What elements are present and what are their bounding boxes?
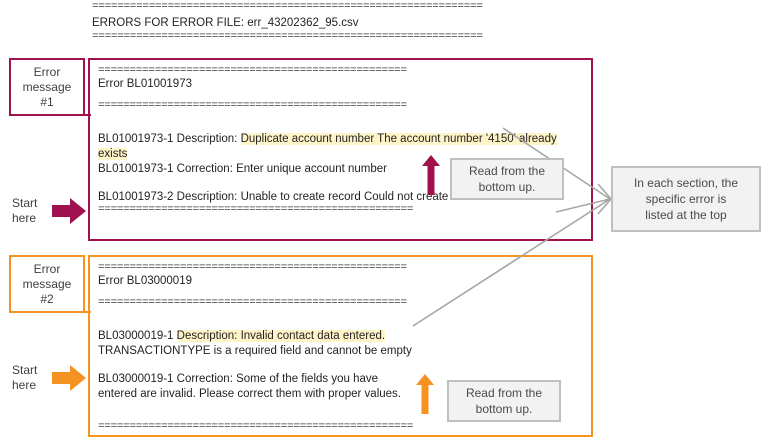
callout-read-bottom-up-2-text: Read from the bottom up. xyxy=(466,385,542,417)
error-2-separator-top: ========================================… xyxy=(98,263,407,274)
callout-read-bottom-up-2: Read from the bottom up. xyxy=(447,380,561,422)
callout-read-bottom-up-1: Read from the bottom up. xyxy=(450,158,564,200)
error-2-separator-mid: ========================================… xyxy=(98,298,407,309)
error-message-1-label-line3: #1 xyxy=(40,95,54,109)
error-message-2-label-line2: message xyxy=(22,277,72,291)
error-2-description-highlight: Description: Invalid contact data entere… xyxy=(176,330,386,342)
start-here-arrow-right-icon-2 xyxy=(52,365,86,391)
callout-specific-error: In each section, the specific error is l… xyxy=(611,166,761,232)
callout-specific-error-line1: In each section, the xyxy=(633,176,739,190)
spacer xyxy=(98,112,587,132)
error-message-1-box: ========================================… xyxy=(88,58,593,241)
start-here-label-2-line1: Start xyxy=(12,363,38,377)
spacer xyxy=(98,289,587,298)
error-2-separator-bottom: ========================================… xyxy=(98,422,414,433)
error-2-description-continuation: TRANSACTIONTYPE is a required field and … xyxy=(98,345,412,357)
spacer xyxy=(98,309,587,329)
spacer xyxy=(98,92,587,101)
read-bottom-up-arrow-up-icon-2 xyxy=(416,374,434,414)
error-file-header: ========================================… xyxy=(92,2,592,43)
error-message-1-label-line2: message xyxy=(22,80,72,94)
callout-specific-error-line2: specific error is xyxy=(645,192,727,206)
start-here-label-1: Start here xyxy=(12,196,58,226)
error-message-2-label-line3: #2 xyxy=(40,292,54,306)
start-here-label-2: Start here xyxy=(12,363,58,393)
header-separator-top: ========================================… xyxy=(92,2,483,13)
callout-read-bottom-up-2-line2: bottom up. xyxy=(475,402,533,416)
callout-specific-error-line3: listed at the top xyxy=(645,208,727,222)
error-message-1-label-line1: Error xyxy=(33,65,61,79)
error-1-separator-bottom: ========================================… xyxy=(98,205,414,216)
error-1-separator-top: ========================================… xyxy=(98,66,407,77)
callout-specific-error-text: In each section, the specific error is l… xyxy=(634,175,738,223)
error-2-label-connector xyxy=(85,311,91,313)
callout-read-bottom-up-2-line1: Read from the xyxy=(465,386,543,400)
error-message-1-label: Error message #1 xyxy=(9,58,85,116)
error-message-2-content: ========================================… xyxy=(98,263,587,433)
error-1-description-prefix: BL01001973-1 Description: xyxy=(98,133,241,145)
error-1-correction-line: BL01001973-1 Correction: Enter unique ac… xyxy=(98,163,387,175)
start-here-label-1-line2: here xyxy=(12,211,37,225)
error-file-title: ERRORS FOR ERROR FILE: err_43202362_95.c… xyxy=(92,17,359,29)
read-bottom-up-arrow-up-icon-1 xyxy=(422,155,440,195)
error-2-correction-line: BL03000019-1 Correction: Some of the fie… xyxy=(98,373,401,400)
start-here-label-1-line1: Start xyxy=(12,196,38,210)
error-2-heading: Error BL03000019 xyxy=(98,275,192,287)
error-message-2-label-line1: Error xyxy=(33,262,61,276)
callout-read-bottom-up-1-text: Read from the bottom up. xyxy=(469,163,545,195)
spacer xyxy=(98,359,587,372)
callout-read-bottom-up-1-line2: bottom up. xyxy=(478,180,536,194)
start-here-arrow-right-icon-1 xyxy=(52,198,86,224)
error-1-heading: Error BL01001973 xyxy=(98,78,192,90)
start-here-label-2-line2: here xyxy=(12,378,37,392)
callout-read-bottom-up-1-line1: Read from the xyxy=(468,164,546,178)
error-message-2-label: Error message #2 xyxy=(9,255,85,313)
error-2-description-line: BL03000019-1 Description: Invalid contac… xyxy=(98,329,587,344)
error-1-label-connector xyxy=(85,114,91,116)
error-1-separator-mid: ========================================… xyxy=(98,101,407,112)
error-2-description-prefix: BL03000019-1 xyxy=(98,330,177,342)
error-1-description-line: BL01001973-1 Description: Duplicate acco… xyxy=(98,132,587,162)
header-separator-bottom: ========================================… xyxy=(92,32,483,43)
